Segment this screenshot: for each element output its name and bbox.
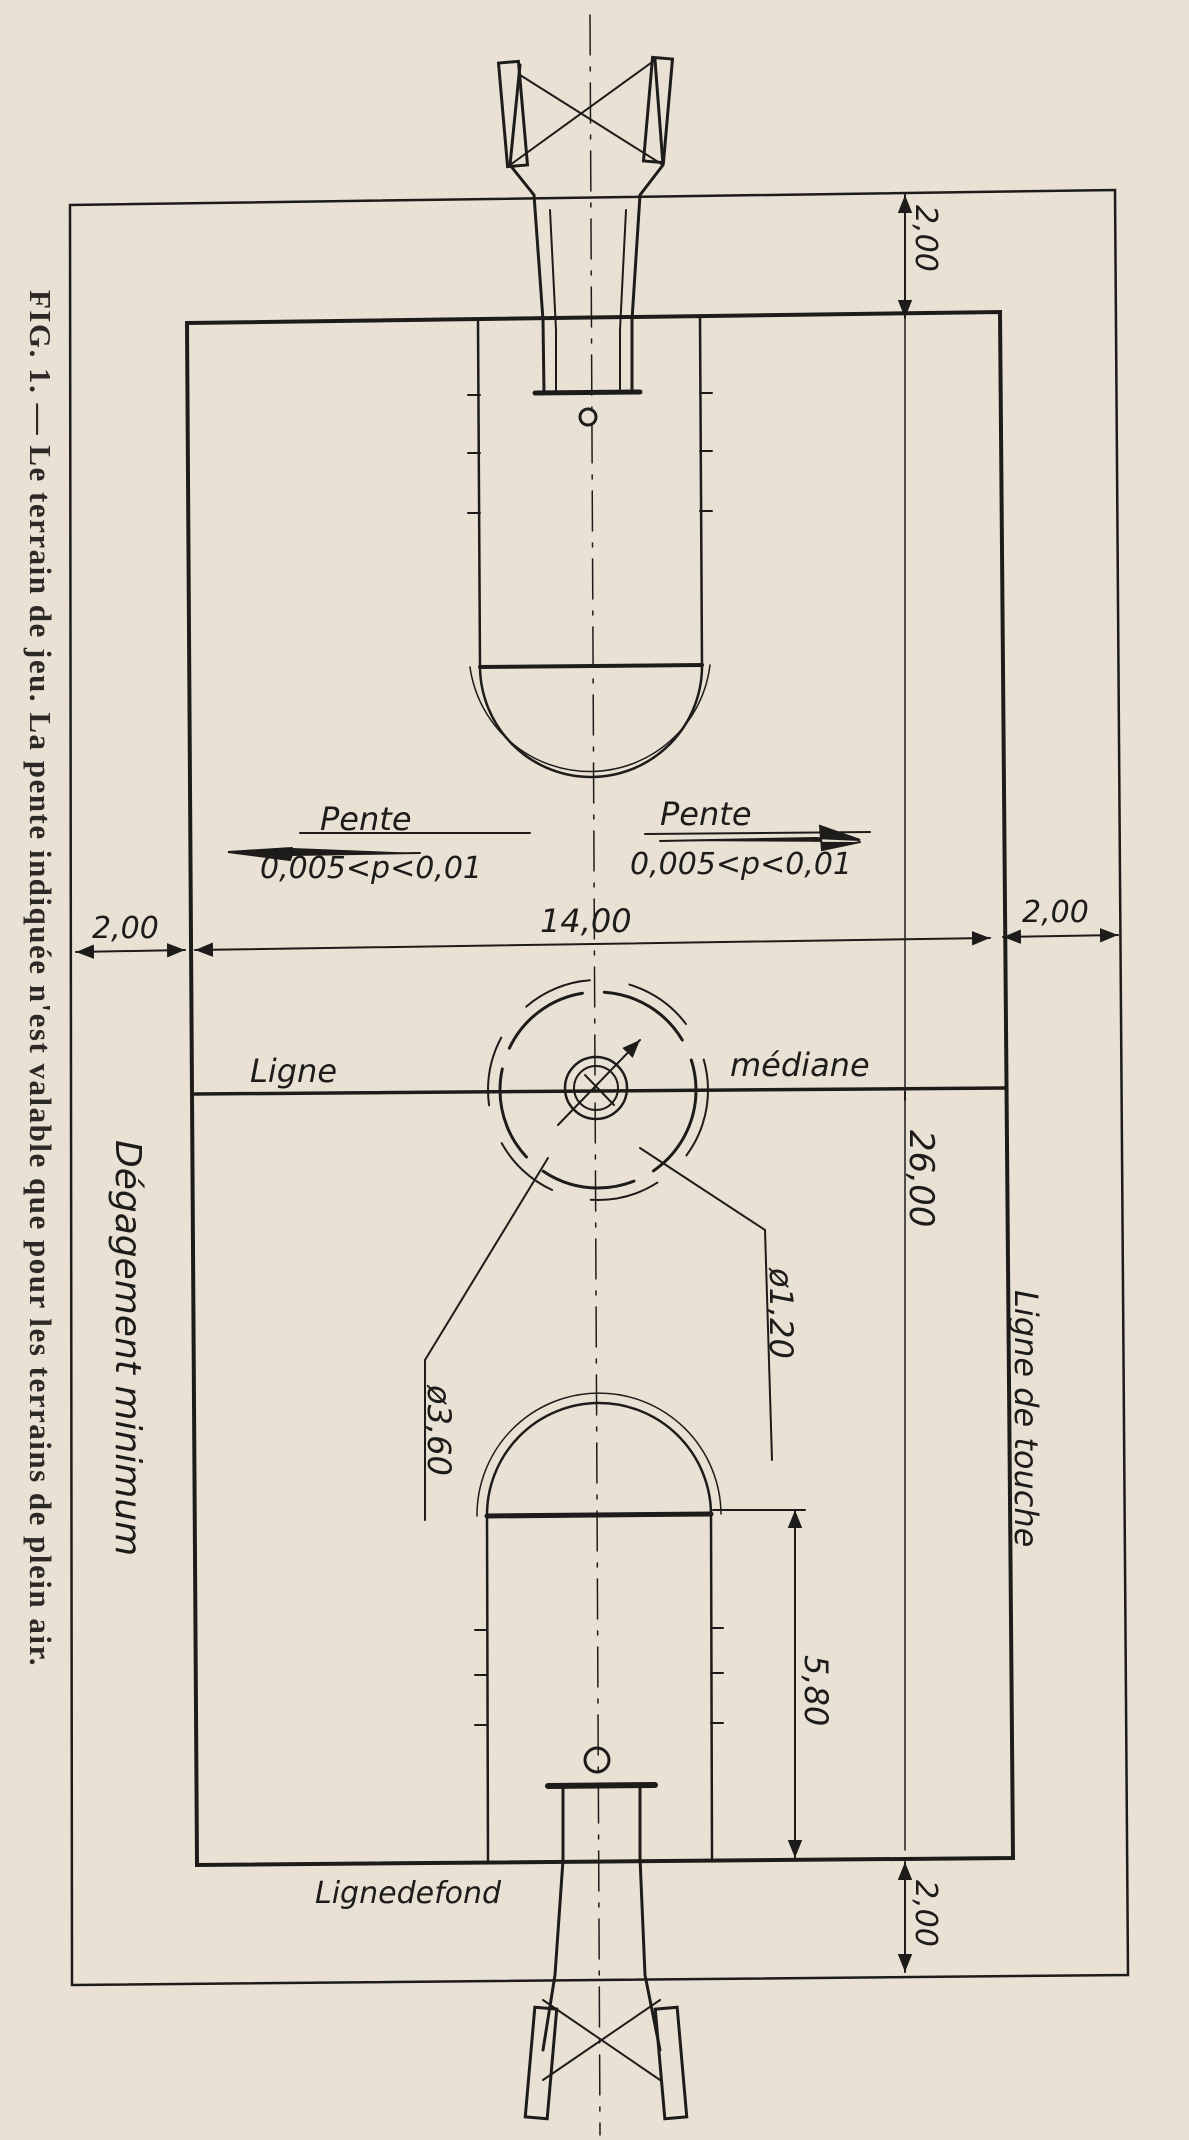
slope-right-label: 0,005<p<0,01 [630,847,852,882]
half-length-dimension: 26,00 [901,1130,941,1227]
small-circle-diameter: ø1,20 [762,1267,800,1359]
bottom-basket-support [523,1746,689,2121]
end-clearance-top: 2,00 [908,205,943,272]
figure-caption: FIG. 1. — Le terrain de jeu. La pente in… [23,290,58,1668]
ligne-de-fond-label: Lignedefond [315,1876,502,1911]
top-basket-support [496,55,675,427]
court-boundary [184,309,1016,1868]
pente-right-label: Pente [660,795,752,833]
centre-circles [487,979,709,1201]
ligne-de-touche-label: Ligne de touche [1007,1290,1045,1547]
key-length-dimension: 5,80 [797,1655,835,1726]
degagement-label: Dégagement minimum [107,1140,148,1556]
slope-left-label: 0,005<p<0,01 [260,851,482,886]
side-clearance-right: 2,00 [1022,895,1089,930]
bottom-free-throw-lane [474,1392,724,1862]
court-axis [589,14,601,2136]
end-clearance-bottom: 2,00 [908,1880,943,1947]
slope-arrow-right [659,824,861,852]
clearance-boundary [68,188,1130,1987]
pente-left-label: Pente [320,800,412,838]
slope-arrow-left [227,847,421,862]
ligne-label: Ligne [250,1052,337,1090]
top-free-throw-lane [467,316,713,779]
side-clearance-left: 2,00 [92,911,159,946]
large-circle-diameter: ø3,60 [420,1384,458,1476]
mediane-label: médiane [730,1046,870,1084]
width-dimension: 14,00 [540,902,632,940]
